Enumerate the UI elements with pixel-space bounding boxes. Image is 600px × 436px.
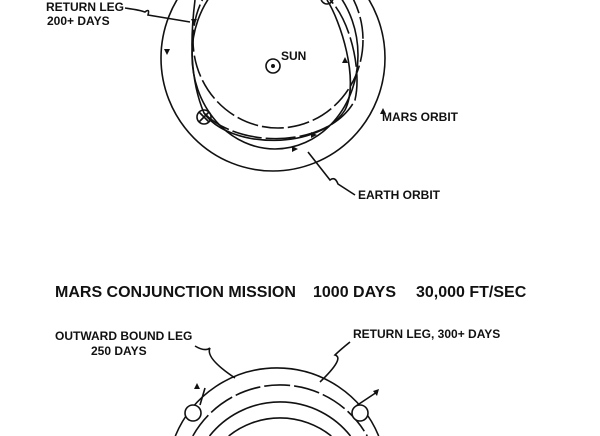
return-leg-label: RETURN LEG bbox=[46, 0, 124, 14]
earth-position-icon bbox=[196, 109, 212, 125]
mission-title: MARS CONJUNCTION MISSION bbox=[55, 284, 296, 301]
earth-orbit bbox=[191, 0, 359, 150]
outward-leg-label: OUTWARD BOUND LEG bbox=[55, 329, 192, 343]
mission-velocity: 30,000 FT/SEC bbox=[416, 284, 527, 301]
earth-orbit-label: EARTH ORBIT bbox=[358, 188, 441, 202]
bottom-transfer-orbit bbox=[192, 384, 368, 436]
return-leg-leader-bottom bbox=[319, 341, 351, 383]
mars-orbit-label: MARS ORBIT bbox=[382, 110, 459, 124]
mars-orbit bbox=[160, 0, 386, 172]
bottom-earth-position-icon bbox=[184, 404, 202, 422]
sun-label: SUN bbox=[281, 49, 306, 63]
bottom-earth-inner bbox=[228, 417, 332, 436]
earth-orbit-leader bbox=[307, 151, 356, 196]
bottom-earth-orbit bbox=[208, 401, 352, 436]
outbound-trajectory bbox=[203, 0, 358, 140]
return-trajectory bbox=[191, 0, 352, 142]
mission-duration: 1000 DAYS bbox=[313, 284, 396, 301]
mars-position-icon bbox=[320, 0, 334, 5]
inner-trajectory bbox=[192, 0, 364, 129]
return-leg-days: 200+ DAYS bbox=[47, 14, 110, 28]
sun-icon bbox=[265, 58, 281, 74]
return-leg-leader bbox=[124, 7, 191, 23]
return-leg-label-bottom: RETURN LEG, 300+ DAYS bbox=[353, 327, 500, 341]
outward-leg-days: 250 DAYS bbox=[91, 344, 147, 358]
outward-leg-leader bbox=[194, 345, 236, 379]
bottom-mars-position-icon bbox=[351, 404, 369, 422]
